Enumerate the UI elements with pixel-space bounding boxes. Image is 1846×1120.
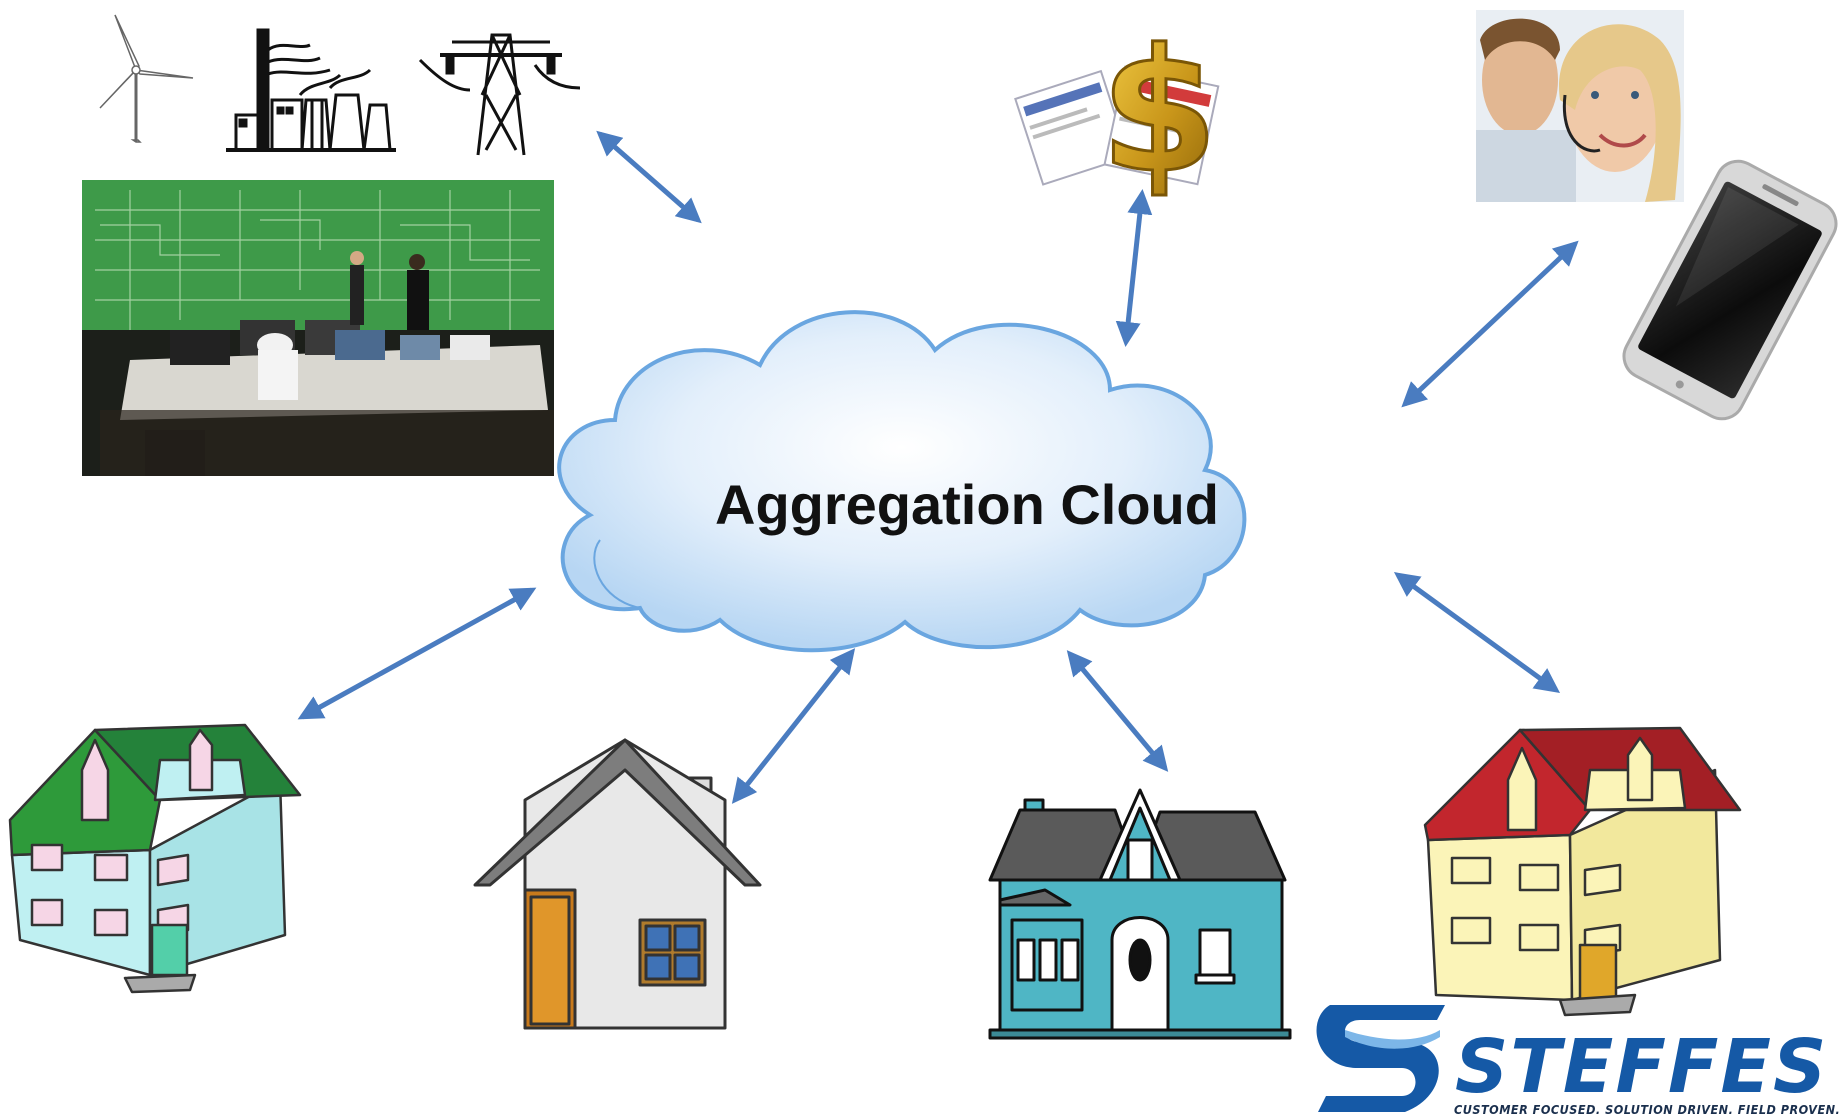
svg-text:$: $ [1100, 13, 1218, 211]
house-green-roof-icon [8, 723, 302, 994]
arrow-house-red [1393, 572, 1561, 693]
arrow-customer-service [1401, 240, 1579, 408]
steffes-logo-wordmark: STEFFES [1455, 1024, 1828, 1110]
connection-arrows [297, 130, 1579, 804]
aggregation-cloud: Aggregation Cloud [557, 310, 1247, 653]
steffes-logo-mark [1316, 1005, 1445, 1112]
house-gray-icon [473, 738, 762, 1030]
steffes-logo: STEFFES CUSTOMER FOCUSED. SOLUTION DRIVE… [1316, 1005, 1840, 1117]
control-room-image [82, 180, 554, 476]
arrow-house-gray [731, 648, 856, 804]
arrow-generation [596, 130, 702, 224]
cloud-title: Aggregation Cloud [715, 473, 1219, 536]
wind-turbine-icon [99, 14, 194, 143]
smartphone-icon [1622, 159, 1838, 421]
dollar-bills-icon: $ [1014, 12, 1220, 213]
steffes-logo-tagline: CUSTOMER FOCUSED. SOLUTION DRIVEN. FIELD… [1454, 1102, 1840, 1117]
call-center-image [1476, 10, 1684, 203]
house-victorian-icon [988, 788, 1292, 1040]
arrow-house-victorian [1066, 650, 1169, 772]
transmission-tower-icon [418, 33, 581, 156]
arrow-house-green [297, 587, 537, 720]
house-red-roof-icon [1423, 726, 1742, 1017]
power-plant-icon [226, 28, 396, 152]
arrow-billing [1115, 189, 1153, 347]
